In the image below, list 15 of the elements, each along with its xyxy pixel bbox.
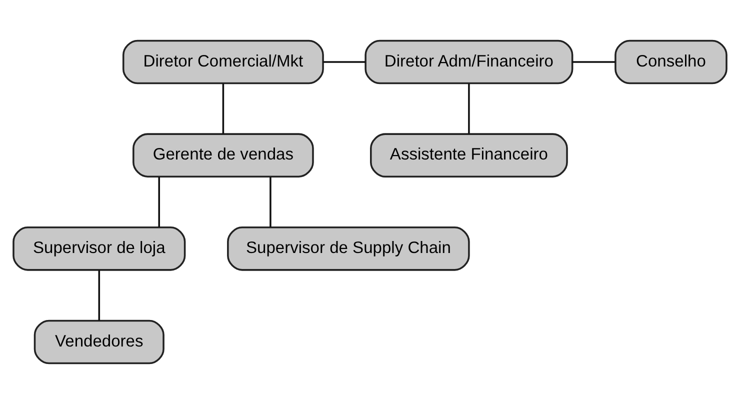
- node-box: Diretor Adm/Financeiro: [364, 39, 574, 84]
- node-box: Vendedores: [34, 319, 164, 364]
- connector: [270, 176, 272, 227]
- connector: [98, 270, 100, 320]
- node-box: Supervisor de Supply Chain: [227, 226, 470, 270]
- connector: [158, 176, 160, 227]
- node-box: Supervisor de loja: [12, 226, 186, 270]
- connector: [323, 60, 366, 62]
- node-box: Conselho: [614, 39, 728, 84]
- node-box: Gerente de vendas: [132, 132, 314, 177]
- connector: [572, 60, 616, 62]
- node-box: Assistente Financeiro: [370, 132, 568, 177]
- connector: [222, 83, 224, 134]
- connector: [468, 83, 470, 134]
- node-box: Diretor Comercial/Mkt: [122, 39, 324, 84]
